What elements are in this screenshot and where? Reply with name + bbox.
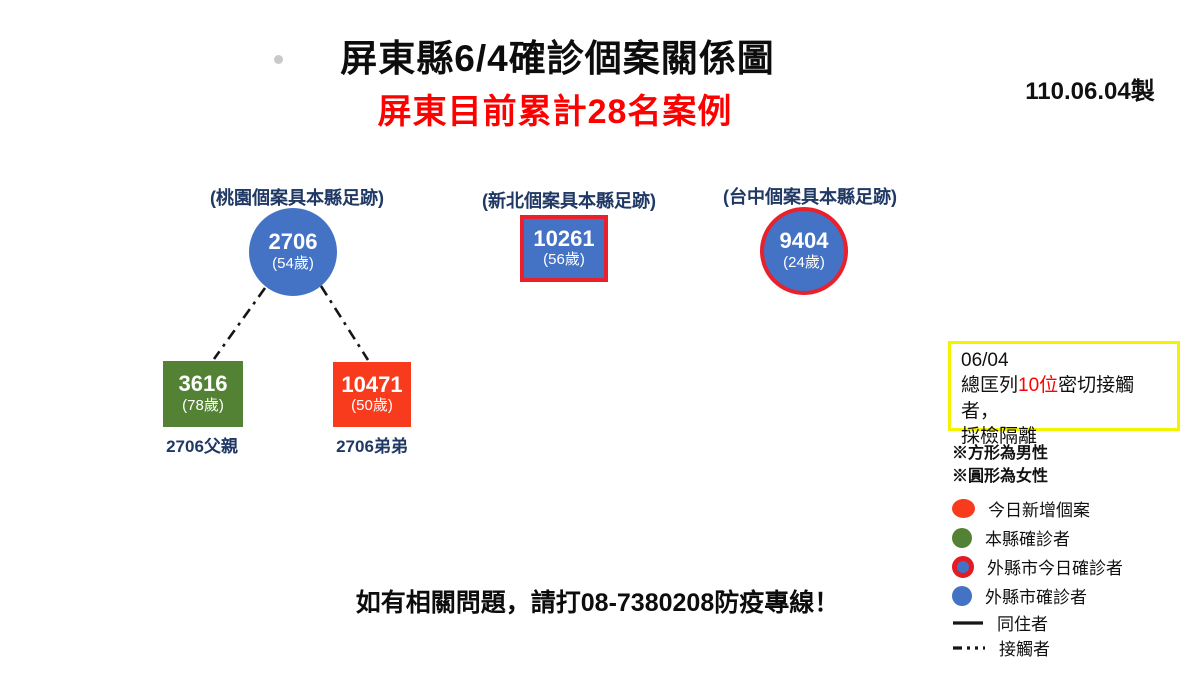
note-highlight-count: 10位 xyxy=(1018,375,1059,397)
case-id: 10471 xyxy=(341,371,403,397)
case-node-10261: 10261 (56歲) xyxy=(520,215,608,282)
case-age: (56歲) xyxy=(543,251,585,269)
legend-item-outcounty-today: 外縣市今日確診者 xyxy=(952,552,1198,581)
connector-2706-10471 xyxy=(319,285,370,361)
page-subtitle: 屏東目前累計28名案例 xyxy=(377,93,733,131)
legend-item-contact: 接觸者 xyxy=(952,635,1198,660)
legend-item-cohabitant: 同住者 xyxy=(952,610,1198,635)
group-label-xinbei: (新北個案具本縣足跡) xyxy=(482,191,656,211)
red-circle-icon xyxy=(952,499,975,518)
caption-2706-brother: 2706弟弟 xyxy=(336,437,408,456)
case-node-9404: 9404 (24歲) xyxy=(760,207,848,295)
legend-item-county-confirmed: 本縣確診者 xyxy=(952,523,1198,552)
connector-2706-3616 xyxy=(212,287,267,360)
case-node-10471: 10471 (50歲) xyxy=(333,362,411,427)
group-label-taoyuan: (桃園個案具本縣足跡) xyxy=(210,188,384,208)
case-age: (54歲) xyxy=(272,254,314,272)
legend-note-square-male: ※方形為男性 xyxy=(952,445,1049,462)
case-id: 2706 xyxy=(268,229,318,255)
case-age: (24歲) xyxy=(783,253,825,271)
case-age: (78歲) xyxy=(182,396,224,414)
note-box: 06/04 總匡列10位密切接觸者， 採檢隔離 xyxy=(948,341,1180,447)
blue-circle-red-ring-icon xyxy=(952,555,974,578)
solid-line-icon xyxy=(953,620,983,625)
page-title: 屏東縣6/4確診個案關係圖 xyxy=(340,38,775,79)
blue-circle-icon xyxy=(952,585,972,606)
case-node-3616: 3616 (78歲) xyxy=(163,361,243,427)
legend: ※方形為男性 ※圓形為女性 今日新增個案 本縣確診者 外縣市今日確診者 外縣市確… xyxy=(952,442,1198,660)
green-circle-icon xyxy=(952,527,972,548)
case-id: 3616 xyxy=(178,371,228,397)
dash-dot-line-icon xyxy=(953,645,985,650)
case-id: 10261 xyxy=(533,225,595,251)
case-node-2706: 2706 (54歲) xyxy=(249,208,337,296)
stray-dot xyxy=(274,55,283,64)
legend-item-outcounty-confirmed: 外縣市確診者 xyxy=(952,581,1198,610)
caption-2706-father: 2706父親 xyxy=(166,437,238,456)
case-age: (50歲) xyxy=(351,397,393,415)
group-label-taichung: (台中個案具本縣足跡) xyxy=(723,187,897,207)
note-line3: 採檢隔離 xyxy=(961,425,1038,447)
case-id: 9404 xyxy=(779,228,829,254)
date-label: 110.06.04製 xyxy=(1025,78,1155,105)
legend-note-circle-female: ※圓形為女性 xyxy=(952,468,1049,485)
helpline-text: 如有相關問題，請打08-7380208防疫專線！ xyxy=(355,589,840,617)
legend-item-new-case: 今日新增個案 xyxy=(952,494,1198,523)
note-line2: 總匡列10位密切接觸者， xyxy=(961,375,1135,422)
note-date: 06/04 xyxy=(961,350,1009,371)
